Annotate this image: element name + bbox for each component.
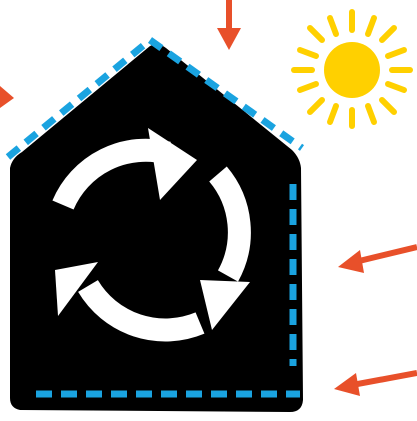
heat-arrow-right-lower: [334, 373, 417, 396]
heat-arrow-left: [0, 86, 14, 108]
sun-core: [324, 42, 380, 98]
heat-arrow-right-upper: [338, 247, 417, 273]
sun-icon: [294, 12, 410, 126]
house-icon: [10, 44, 303, 412]
heat-arrow-top: [217, 0, 241, 50]
